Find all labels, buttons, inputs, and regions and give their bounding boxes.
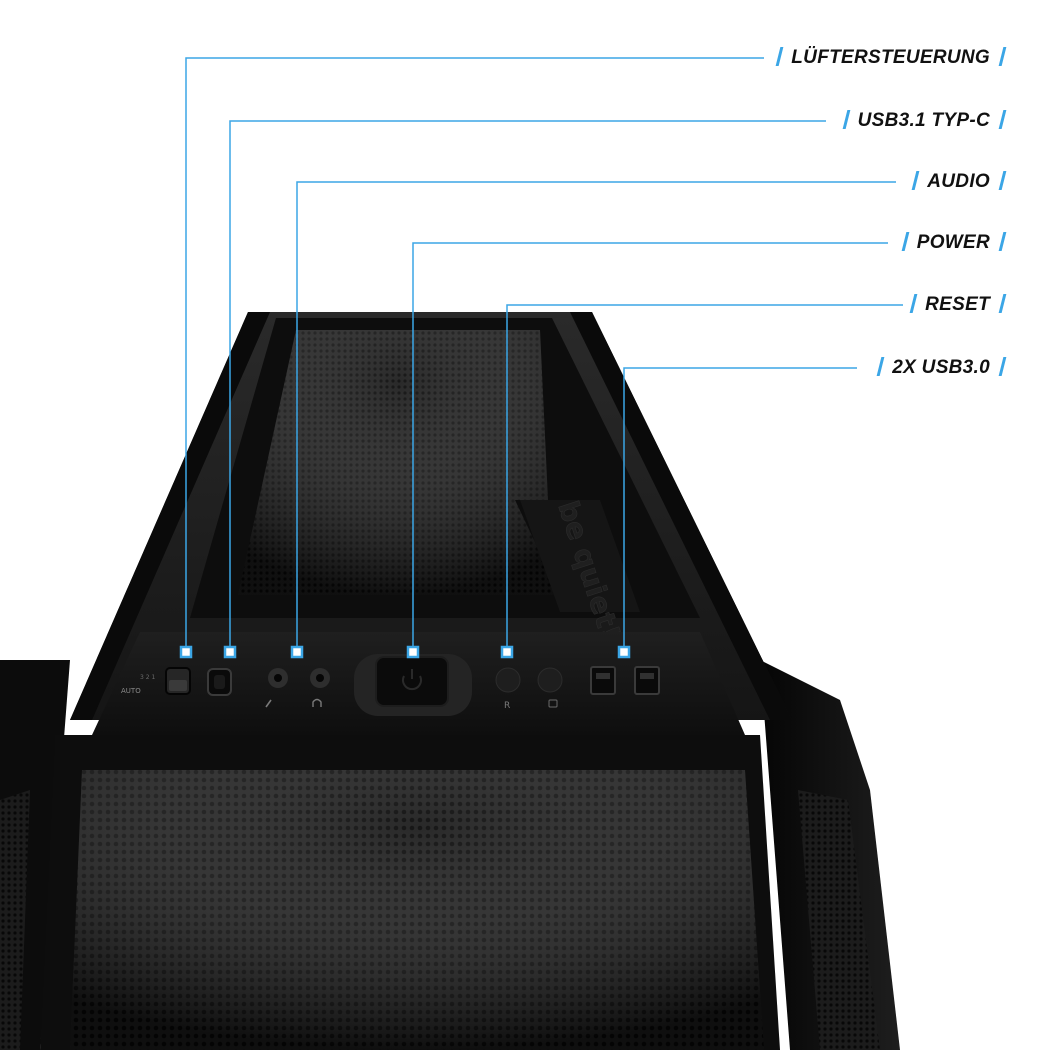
microphone-icon — [265, 699, 272, 708]
hdd-led — [537, 667, 563, 693]
callout-marker-power — [406, 645, 420, 659]
front-mesh-shade — [70, 770, 764, 1050]
callout-marker-fan-control — [179, 645, 193, 659]
usb-c-port-slot — [214, 675, 225, 689]
callout-line-usb3 — [623, 367, 857, 652]
brand-plate — [520, 500, 640, 612]
reset-button[interactable] — [495, 667, 521, 693]
fan-switch-levels-label: 3 2 1 — [140, 674, 155, 681]
top-mesh-shade — [238, 330, 560, 595]
microphone-jack-hole — [274, 674, 282, 682]
callout-label-usb-c: USB3.1 TYP-C — [842, 107, 1007, 135]
callout-marker-usb-c — [223, 645, 237, 659]
power-button[interactable] — [375, 656, 449, 707]
callout-label-reset: RESET — [909, 291, 1007, 319]
power-icon — [402, 675, 422, 691]
callout-line-power — [412, 242, 888, 652]
callout-line-reset — [506, 304, 903, 652]
fan-switch-auto-label: AUTO — [121, 687, 141, 695]
case-left-rail — [70, 312, 270, 720]
callout-marker-audio — [290, 645, 304, 659]
fan-control-switch-knob — [169, 680, 187, 691]
callout-label-usb3: 2X USB3.0 — [876, 354, 1007, 382]
callout-lines — [179, 57, 903, 659]
callout-marker-usb3 — [617, 645, 631, 659]
disk-icon — [548, 699, 558, 708]
headphone-jack-hole — [316, 674, 324, 682]
callout-line-audio — [296, 181, 896, 652]
callout-text: RESET — [925, 294, 990, 315]
reset-button-label: R — [504, 701, 510, 711]
usb3-port-1-tongue — [596, 673, 610, 679]
callout-label-fan-control: LÜFTERSTEUERUNG — [775, 44, 1007, 72]
callout-label-audio: AUDIO — [911, 168, 1007, 196]
usb3-port-1[interactable] — [590, 666, 616, 695]
headphone-icon — [312, 698, 322, 707]
callout-text: AUDIO — [927, 171, 990, 192]
right-side-mesh — [798, 790, 880, 1050]
callout-text: LÜFTERSTEUERUNG — [791, 47, 990, 68]
callout-text: USB3.1 TYP-C — [857, 110, 990, 131]
left-side-mesh — [0, 790, 30, 1050]
callout-text: POWER — [916, 232, 990, 253]
usb3-port-2-tongue — [640, 673, 654, 679]
callout-line-usb-c — [229, 120, 826, 652]
callout-text: 2X USB3.0 — [892, 357, 990, 378]
usb3-port-2[interactable] — [634, 666, 660, 695]
callout-line-fan-control — [185, 57, 764, 652]
callout-marker-reset — [500, 645, 514, 659]
case-right-rail — [570, 312, 792, 720]
callout-label-power: POWER — [901, 229, 1007, 257]
